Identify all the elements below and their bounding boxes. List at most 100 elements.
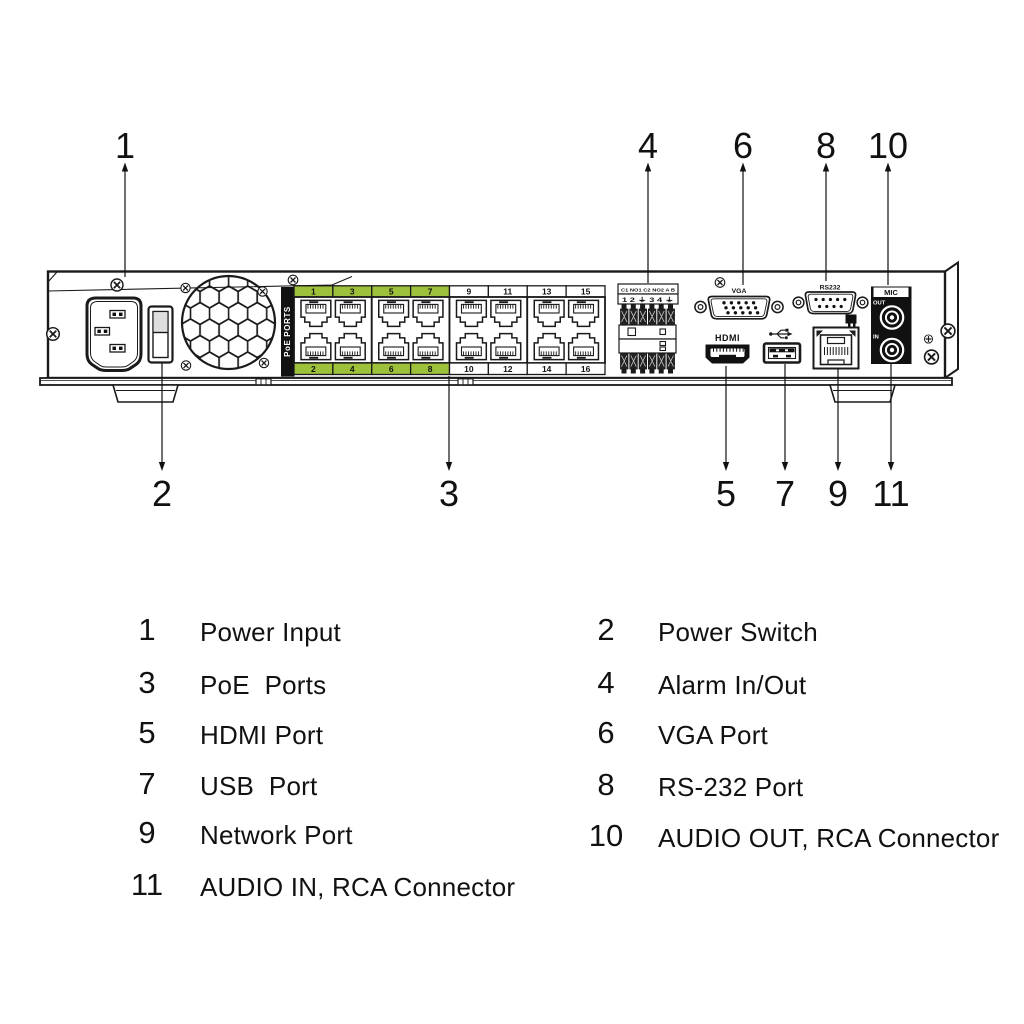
network-led [816,330,823,337]
poe-port-number: 5 [389,287,394,297]
callout-4: 4 [638,125,658,283]
rs232-label: RS232 [820,285,841,292]
legend-number: 8 [597,767,615,802]
vga-port: VGA [694,288,784,320]
legend-label: PoE Ports [200,670,327,700]
legend-row: 10 AUDIO OUT, RCA Connector [0,818,1024,858]
vga-screw-hole [694,300,784,314]
legend-number: 4 [597,665,615,700]
poe-port-number: 14 [542,364,552,374]
legend-row: 9 Network Port [0,815,1024,855]
legend-label: HDMI Port [200,720,324,750]
legend-label: Power Switch [658,617,818,647]
callout-number: 7 [775,473,795,514]
poe-port-number: 6 [389,364,394,374]
poe-port-number: 10 [464,364,474,374]
callout-9: 9 [828,369,848,514]
legend-label: RS-232 Port [658,772,804,802]
legend-label: Alarm In/Out [658,670,807,700]
chassis-foot-right [828,384,897,403]
legend-row: 4 Alarm In/Out [0,665,1024,705]
legend-number: 6 [597,715,615,750]
legend-row: 1 Power Input [0,612,1024,652]
poe-port-number: 16 [581,364,591,374]
poe-port-number: 15 [581,287,591,297]
callout-7: 7 [775,364,795,514]
poe-port-number: 7 [428,287,433,297]
poe-port-number: 8 [428,364,433,374]
legend-number: 11 [130,867,164,902]
legend-label: USB Port [200,771,318,801]
legend-row: 2 Power Switch [0,612,1024,652]
callout-11: 11 [872,364,910,514]
poe-ports: 1 3 5 7 9 11 13 15 2 4 6 8 [294,285,606,376]
power-pin [109,309,126,319]
hdmi-port: HDMI [705,333,750,364]
audio-out-label: OUT [873,301,886,307]
callout-number: 11 [872,473,909,514]
audio-in-label: IN [873,335,879,341]
legend-number: 2 [597,612,615,647]
power-switch [147,305,174,364]
poe-port-number: 3 [350,287,355,297]
alarm-terminal-block: C1 NO1 C2 NO2 A B 1 2 ⏚ 3 4 ⏚ [617,283,679,374]
chassis-top-contour [47,275,353,292]
legend-number: 10 [588,818,624,853]
callout-5: 5 [716,366,736,514]
poe-port-number: 12 [503,364,513,374]
legend-number: 3 [138,665,156,700]
network-port [812,314,860,370]
legend-number: 5 [138,715,156,750]
power-pin [109,343,126,353]
callout-number: 2 [152,473,172,514]
rca-connector-in [879,337,905,363]
poe-label-cell [565,362,606,376]
power-pin [94,326,111,336]
legend-label: AUDIO OUT, RCA Connector [658,823,1000,853]
rs232-pins [814,297,847,309]
legend-row: 3 PoE Ports [0,665,1024,705]
ethernet-icon [845,314,857,328]
rs232-port: RS232 [792,285,869,315]
rail-clip [457,378,474,386]
poe-port-number: 4 [350,364,355,374]
rail-clip [255,378,272,386]
poe-port-number: 11 [503,287,512,297]
legend-row: 8 RS-232 Port [0,767,1024,807]
callout-3: 3 [439,376,459,514]
callout-number: 6 [733,125,753,166]
callout-number: 10 [868,125,908,166]
vga-pins [722,301,760,315]
hdmi-label: HDMI [715,333,740,343]
callouts: 1 4 6 8 10 2 [115,125,910,514]
alarm-row1-label: C1 NO1 C2 NO2 A B [621,287,676,292]
callout-6: 6 [733,125,753,285]
poe-port-number: 13 [542,287,552,297]
callout-8: 8 [816,125,836,281]
usb-port [762,328,802,364]
usb-icon [769,328,793,340]
chassis-bottom-rail [39,377,953,386]
callout-number: 4 [638,125,658,166]
callout-number: 3 [439,473,459,514]
poe-port-number: 9 [467,287,472,297]
legend-number: 9 [138,815,156,850]
legend-row: 6 VGA Port [0,715,1024,755]
power-input-socket [85,296,143,372]
legend-row: 11 AUDIO IN, RCA Connector [0,867,1024,907]
network-led [849,330,856,337]
legend-label: Power Input [200,617,341,647]
audio-mic-block: MIC OUT IN [871,286,912,364]
alarm-connector [618,304,677,374]
legend-label: Network Port [200,820,353,850]
mic-label: MIC [884,288,898,297]
callout-number: 9 [828,473,848,514]
vga-label: VGA [732,288,747,295]
cooling-fan [180,274,277,371]
legend-row: 5 HDMI Port [0,715,1024,755]
legend-number: 7 [138,766,156,801]
poe-strip-label: PoE PORTS [283,306,292,357]
rca-connector-out [879,305,905,330]
